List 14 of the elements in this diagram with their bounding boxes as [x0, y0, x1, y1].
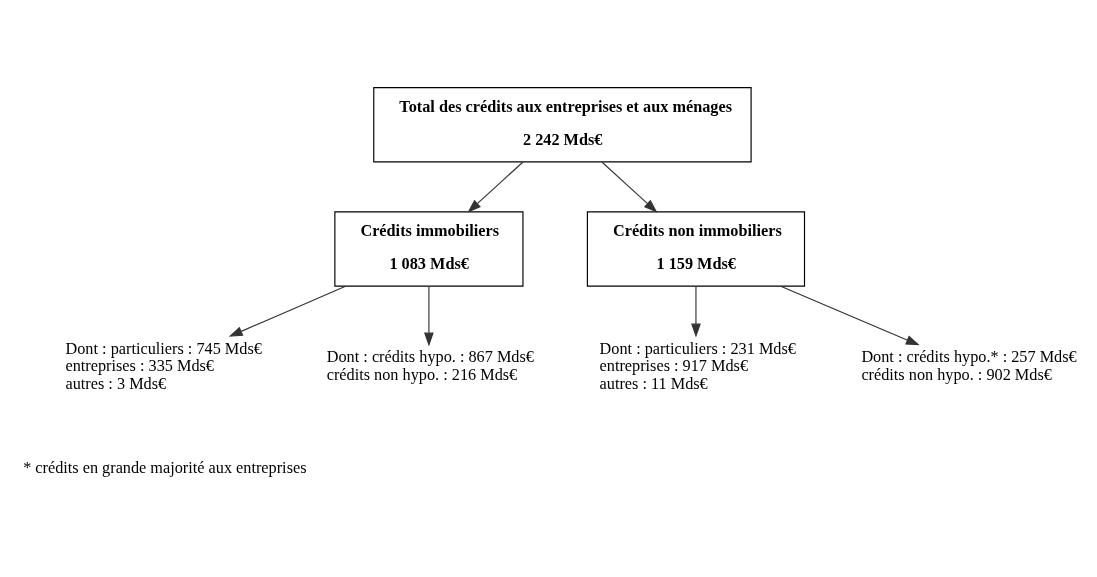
- node-box: Crédits non immobiliers 1 159 Mds€: [586, 211, 806, 287]
- node-text: Dont : crédits hypo.* : 257 Mds€ crédits non hypo. : 902 Mds€: [861, 348, 1077, 384]
- arrow: [691, 285, 701, 338]
- arrow: [424, 285, 434, 347]
- node-box: Crédits immobiliers 1 083 Mds€: [334, 211, 524, 287]
- arrow: [228, 285, 347, 337]
- arrow: [467, 161, 524, 213]
- node-box: Total des crédits aux entreprises et aux ménages 2 242 Mds€: [373, 87, 752, 163]
- node-text: Dont : crédits hypo. : 867 Mds€ crédits non hypo. : 216 Mds€: [326, 348, 534, 384]
- arrow: [601, 161, 658, 213]
- node-text: Dont : particuliers : 745 Mds€ entreprises : 335 Mds€ autres : 3 Mds€: [65, 339, 262, 393]
- label: * crédits en grande majorité aux entreprises: [23, 458, 307, 477]
- node-text: Dont : particuliers : 231 Mds€ entreprises : 917 Mds€ autres : 11 Mds€: [599, 339, 796, 393]
- arrow: [780, 285, 920, 346]
